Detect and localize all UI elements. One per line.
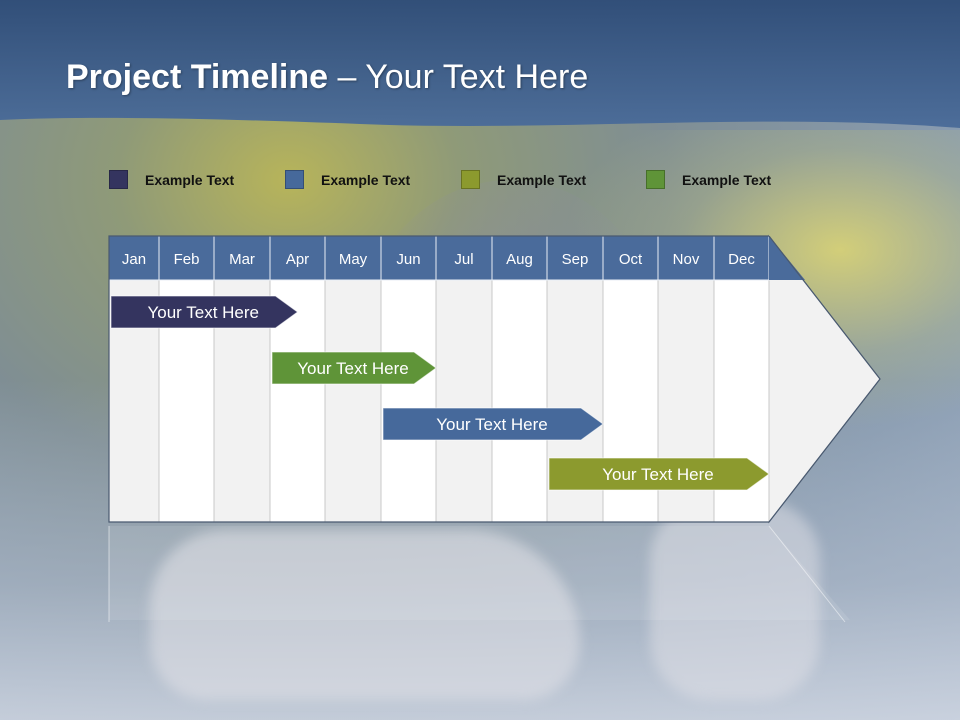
legend-label: Example Text bbox=[682, 172, 772, 188]
background-hand bbox=[650, 500, 820, 700]
month-header-cell bbox=[546, 235, 604, 281]
month-label: Jun bbox=[396, 251, 420, 268]
month-column bbox=[435, 279, 493, 523]
page-title: Project Timeline – Your Text Here bbox=[66, 58, 588, 97]
month-label: Apr bbox=[286, 251, 309, 268]
month-label: May bbox=[339, 251, 368, 268]
month-label: Oct bbox=[619, 251, 643, 268]
timeline-outline bbox=[108, 235, 881, 523]
month-label: Aug bbox=[506, 251, 533, 268]
month-column bbox=[380, 279, 437, 523]
month-label: Feb bbox=[174, 251, 200, 268]
month-label: Dec bbox=[728, 251, 755, 268]
month-label: Jan bbox=[122, 251, 146, 268]
month-header-cell bbox=[324, 235, 382, 281]
background-hand bbox=[150, 530, 580, 700]
task-bar bbox=[382, 407, 604, 441]
task-label: Your Text Here bbox=[602, 465, 714, 484]
month-column bbox=[491, 279, 548, 523]
task-label: Your Text Here bbox=[297, 359, 409, 378]
month-label: Nov bbox=[673, 251, 700, 268]
legend-swatch bbox=[646, 170, 665, 189]
legend-swatch bbox=[461, 170, 480, 189]
task-label: Your Text Here bbox=[436, 415, 548, 434]
legend-swatch bbox=[285, 170, 304, 189]
task-bar bbox=[548, 457, 770, 491]
legend-swatch bbox=[109, 170, 128, 189]
header-band bbox=[0, 0, 960, 128]
month-header-cell bbox=[269, 235, 326, 281]
month-header-cell bbox=[491, 235, 548, 281]
month-label: Sep bbox=[562, 251, 589, 268]
timeline-reflection bbox=[109, 526, 850, 620]
month-header-cell bbox=[213, 235, 271, 281]
legend-label: Example Text bbox=[321, 172, 411, 188]
title-bold: Project Timeline bbox=[66, 58, 329, 96]
month-column bbox=[324, 279, 382, 523]
reflection-edge bbox=[768, 525, 846, 623]
legend-label: Example Text bbox=[497, 172, 587, 188]
month-header-cell bbox=[158, 235, 215, 281]
task-bar bbox=[110, 295, 299, 329]
task-label: Your Text Here bbox=[147, 303, 259, 322]
month-label: Mar bbox=[229, 251, 255, 268]
legend-label: Example Text bbox=[145, 172, 235, 188]
title-rest: – Your Text Here bbox=[328, 58, 589, 96]
month-header-cell bbox=[380, 235, 437, 281]
task-bar bbox=[271, 351, 437, 385]
month-label: Jul bbox=[454, 251, 473, 268]
